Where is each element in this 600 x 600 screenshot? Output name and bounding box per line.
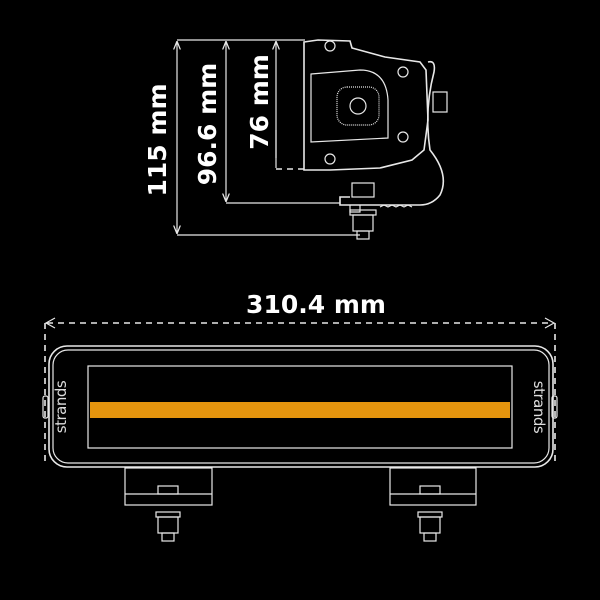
front-housing-inner	[52, 349, 550, 464]
mount-bracket-right	[389, 467, 477, 542]
bracket-body	[389, 467, 477, 506]
bolt-head	[419, 485, 441, 495]
side-lens	[310, 69, 389, 143]
screw-icon	[397, 131, 409, 143]
screw-icon	[324, 153, 336, 165]
washer	[155, 511, 181, 518]
led-strip	[90, 402, 510, 418]
width-dimension: 310.4 mm	[44, 290, 556, 462]
bracket-teeth	[349, 204, 413, 213]
bolt-nut	[157, 516, 179, 534]
label-76: 76 mm	[245, 54, 274, 150]
mount-bracket-left	[124, 467, 213, 542]
screw-icon	[324, 40, 336, 52]
bolt-thread	[356, 230, 370, 240]
bolt-thread	[423, 532, 437, 542]
width-arrows	[44, 317, 556, 329]
heatsink-center	[349, 97, 367, 115]
side-dimensions: 115 mm 96.6 mm 76 mm	[143, 39, 360, 236]
end-cap-right	[551, 395, 558, 419]
end-cap-left	[42, 395, 49, 419]
washer	[417, 511, 443, 518]
side-view	[303, 39, 448, 240]
front-lens	[87, 365, 513, 449]
label-310-4: 310.4 mm	[246, 290, 386, 319]
bolt-nut	[419, 516, 441, 534]
screw-icon	[397, 66, 409, 78]
bolt-head	[351, 182, 375, 198]
front-view: strands strands	[42, 345, 558, 542]
label-96-6: 96.6 mm	[193, 63, 222, 186]
logo-right: strands	[530, 381, 548, 434]
logo-left: strands	[52, 380, 70, 433]
side-housing	[303, 39, 429, 171]
bolt-thread	[161, 532, 175, 542]
bolt-head	[157, 485, 179, 495]
mounting-bracket	[339, 60, 445, 206]
bracket-body	[124, 467, 213, 506]
heatsink-pattern	[336, 86, 380, 126]
side-nut	[432, 91, 448, 113]
bolt-nut	[352, 214, 374, 232]
front-housing-outer	[48, 345, 554, 468]
label-115: 115 mm	[143, 84, 172, 197]
